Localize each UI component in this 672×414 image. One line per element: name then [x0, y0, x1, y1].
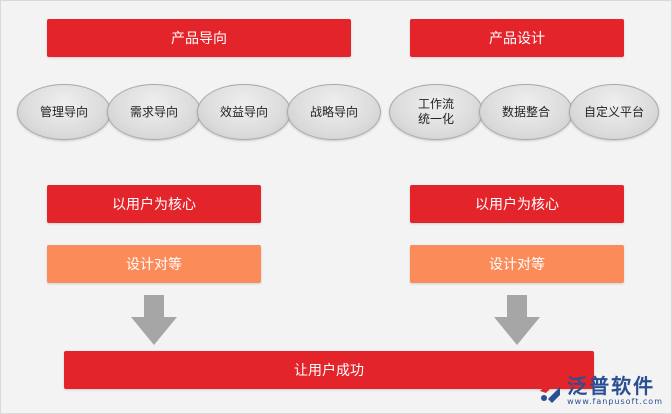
bottom-success-label: 让用户成功: [294, 363, 364, 379]
brand-logo-icon: [540, 383, 561, 403]
oval-strategy-label: 战略导向: [309, 104, 358, 119]
oval-demand: 需求导向: [107, 84, 201, 140]
right-down-arrow: [494, 295, 540, 345]
brand-logo-name: 泛普软件: [567, 374, 656, 398]
left-core-label: 以用户为核心: [112, 197, 196, 213]
left-header-box: 产品导向: [47, 19, 351, 57]
left-down-arrow: [131, 295, 177, 345]
right-design-label: 设计对等: [489, 257, 545, 273]
oval-custom-platform: 自定义平台: [569, 84, 659, 140]
left-design-box: 设计对等: [47, 245, 261, 283]
bottom-success-box: 让用户成功: [64, 351, 594, 389]
oval-workflow-label: 工作流统一化: [417, 97, 454, 126]
oval-custom-platform-label: 自定义平台: [583, 104, 644, 119]
brand-logo-url: www.fanpusoft.com: [567, 397, 663, 406]
oval-management-label: 管理导向: [39, 104, 88, 119]
oval-data-integration: 数据整合: [479, 84, 573, 140]
oval-demand-label: 需求导向: [129, 104, 178, 119]
oval-workflow: 工作流统一化: [389, 84, 483, 140]
brand-logo: 泛普软件 www.fanpusoft.com: [537, 375, 663, 407]
right-design-box: 设计对等: [410, 245, 624, 283]
oval-management: 管理导向: [17, 84, 111, 140]
right-header-box: 产品设计: [410, 19, 624, 57]
oval-benefit: 效益导向: [197, 84, 291, 140]
left-design-label: 设计对等: [126, 257, 182, 273]
left-header-label: 产品导向: [171, 31, 227, 47]
right-core-box: 以用户为核心: [410, 185, 624, 223]
right-core-label: 以用户为核心: [475, 197, 559, 213]
left-core-box: 以用户为核心: [47, 185, 261, 223]
right-header-label: 产品设计: [489, 31, 545, 47]
oval-benefit-label: 效益导向: [219, 104, 268, 119]
oval-data-integration-label: 数据整合: [501, 104, 550, 119]
oval-strategy: 战略导向: [287, 84, 381, 140]
